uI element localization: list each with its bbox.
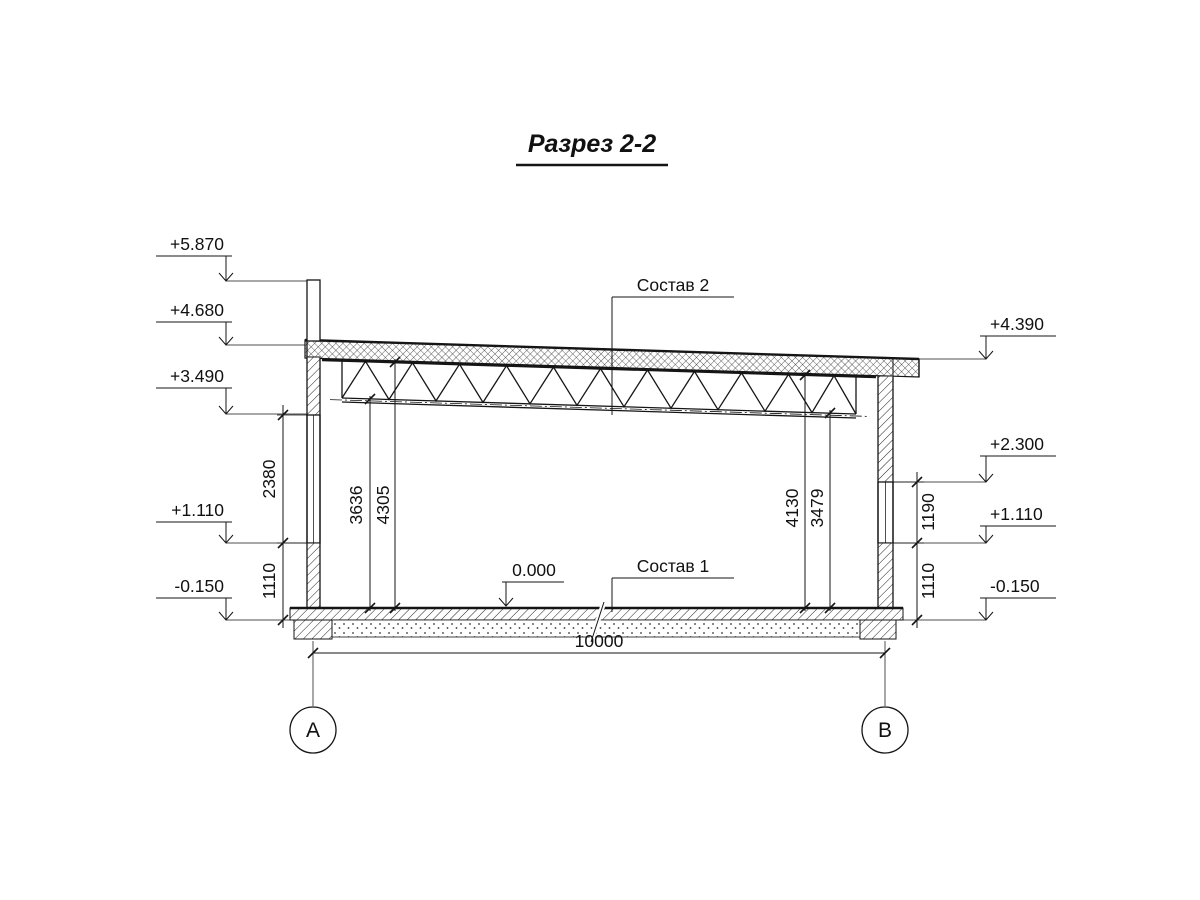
dimension-tick — [799, 602, 811, 614]
dimension-tick — [824, 602, 836, 614]
truss-web-zigzag — [341, 360, 857, 415]
elevation-mark-right-4390: +4.390 — [919, 314, 1056, 360]
floor-level-value: 0.000 — [512, 560, 556, 580]
title-block: Разрез 2-2 — [516, 130, 668, 167]
dimension-value: 4305 — [373, 486, 393, 525]
right-wall — [877, 375, 894, 609]
left-wall — [306, 341, 321, 609]
axis-label: А — [306, 719, 320, 742]
foundation-right — [859, 619, 897, 640]
dimension-value: 10000 — [575, 631, 624, 651]
drawing-title: Разрез 2-2 — [528, 130, 656, 158]
elevation-value: +3.490 — [170, 366, 224, 386]
truss-bottom-chord-upper — [341, 397, 857, 415]
elevation-mark-left-3490: +3.490 — [156, 366, 307, 415]
dimension-span: 10000 — [307, 631, 891, 706]
dimension-value: 2380 — [259, 459, 279, 498]
break-line — [590, 601, 605, 643]
axis-label: В — [878, 719, 892, 742]
elevation-mark-left-1110: +1.110 — [156, 500, 307, 544]
floor-assembly — [289, 601, 904, 643]
elevation-mark-left-4680: +4.680 — [156, 300, 305, 346]
axis-marker-a: А — [289, 706, 337, 754]
elevation-value: +1.110 — [990, 504, 1043, 524]
callout-floor-composition: Состав 1 — [611, 556, 734, 612]
elevation-mark-right-minus0150: -0.150 — [896, 576, 1056, 621]
truss-center-line — [329, 399, 869, 417]
right-wall-upper-segment — [877, 375, 894, 483]
dimension-value: 1190 — [918, 493, 938, 531]
dimension-interior-3636: 3636 — [346, 393, 376, 614]
dimension-interior-4130: 4130 — [782, 369, 811, 614]
dimension-tick — [277, 614, 289, 626]
dimension-tick — [277, 409, 289, 421]
callout-label: Состав 2 — [637, 275, 710, 295]
dimension-tick — [824, 407, 836, 419]
axis-marker-b: В — [861, 706, 909, 754]
left-parapet — [306, 279, 321, 342]
elevation-value: +4.390 — [990, 314, 1044, 334]
dimension-chain-right: 1190 1110 — [893, 472, 938, 628]
elevation-value: -0.150 — [990, 576, 1040, 596]
elevation-value: +1.110 — [171, 500, 224, 520]
elevation-mark-left-minus0150: -0.150 — [156, 576, 294, 621]
level-arrow — [498, 597, 514, 607]
left-wall-lower-segment — [306, 542, 321, 609]
roof-truss — [321, 358, 877, 419]
elevation-value: +4.680 — [170, 300, 224, 320]
callout-floor-level-0000: 0.000 — [498, 560, 564, 607]
left-wall-upper-segment — [306, 356, 321, 416]
callout-roof-composition: Состав 2 — [611, 275, 734, 415]
truss-top-chord — [321, 358, 877, 379]
dimension-tick — [307, 647, 319, 659]
elevation-value: -0.150 — [174, 576, 224, 596]
dimension-tick — [799, 369, 811, 381]
dimension-value: 1110 — [918, 563, 938, 600]
right-wall-lower-segment — [877, 542, 894, 609]
elevation-mark-right-2300: +2.300 — [893, 434, 1056, 483]
elevation-value: +2.300 — [990, 434, 1044, 454]
dimension-value: 3479 — [807, 489, 827, 528]
dimension-interior-3479: 3479 — [807, 407, 836, 614]
axis-circle — [289, 706, 337, 754]
dimension-tick — [911, 476, 923, 488]
elevation-mark-left-5870: +5.870 — [156, 234, 307, 282]
dimension-value: 1110 — [259, 563, 279, 600]
dimension-tick — [389, 602, 401, 614]
elevation-value: +5.870 — [170, 234, 224, 254]
foundation-left — [293, 619, 333, 640]
dimension-value: 3636 — [346, 486, 366, 525]
dimension-value: 4130 — [782, 488, 802, 527]
dimension-interior-4305: 4305 — [373, 356, 401, 614]
callout-label: Состав 1 — [637, 556, 710, 576]
dimension-tick — [389, 356, 401, 368]
dimension-chain-left: 2380 1110 — [259, 405, 307, 628]
dimension-tick — [277, 537, 289, 549]
truss-bottom-chord-lower — [341, 401, 857, 419]
elevation-mark-right-1110: +1.110 — [893, 504, 1056, 544]
axis-circle — [861, 706, 909, 754]
dimension-tick — [879, 647, 891, 659]
dimension-tick — [364, 393, 376, 405]
dimension-tick — [911, 614, 923, 626]
dimension-tick — [911, 537, 923, 549]
dimension-tick — [364, 602, 376, 614]
